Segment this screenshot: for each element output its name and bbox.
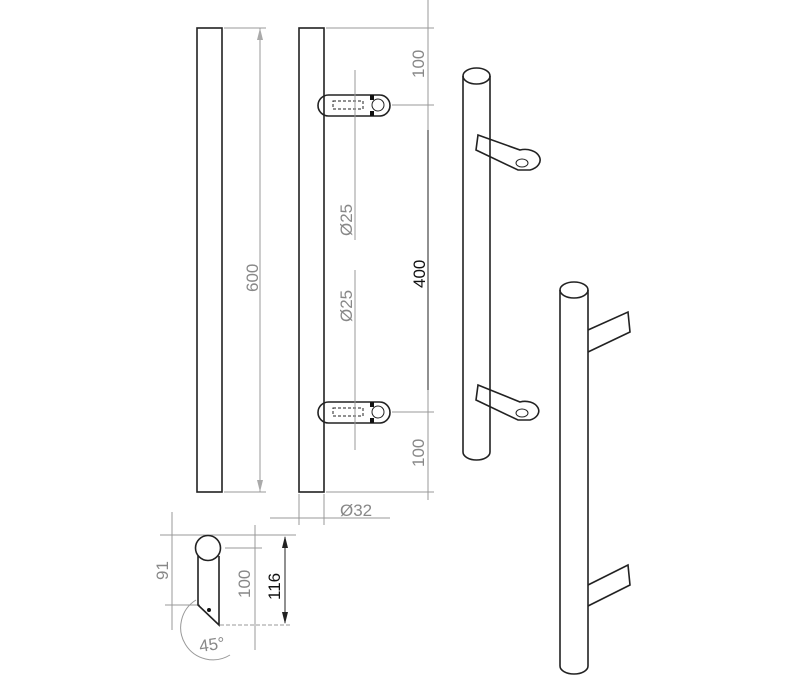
dim-diameter-25-bottom: Ø25 [337,290,356,322]
front-view-bar: 600 [196,27,266,493]
dim-116: 116 [265,573,284,600]
dim-100-top: 100 [409,50,428,78]
dim-diameter-25-top: Ø25 [337,204,356,236]
front-view-handle: 100 400 100 Ø25 Ø25 Ø32 [270,0,434,525]
standoff-top [317,94,391,117]
standoff-bottom [317,401,391,424]
dim-400: 400 [410,260,429,288]
dim-100-bottom: 100 [409,439,428,467]
dim-100-side: 100 [235,570,254,598]
perspective-view-1 [462,67,541,461]
dim-angle-45: 45° [198,634,226,656]
perspective-view-2 [559,281,631,675]
dim-diameter-32: Ø32 [340,501,372,520]
dim-600: 600 [243,264,262,292]
side-detail-view: 91 100 116 45° [153,512,296,661]
dim-91: 91 [153,561,172,580]
